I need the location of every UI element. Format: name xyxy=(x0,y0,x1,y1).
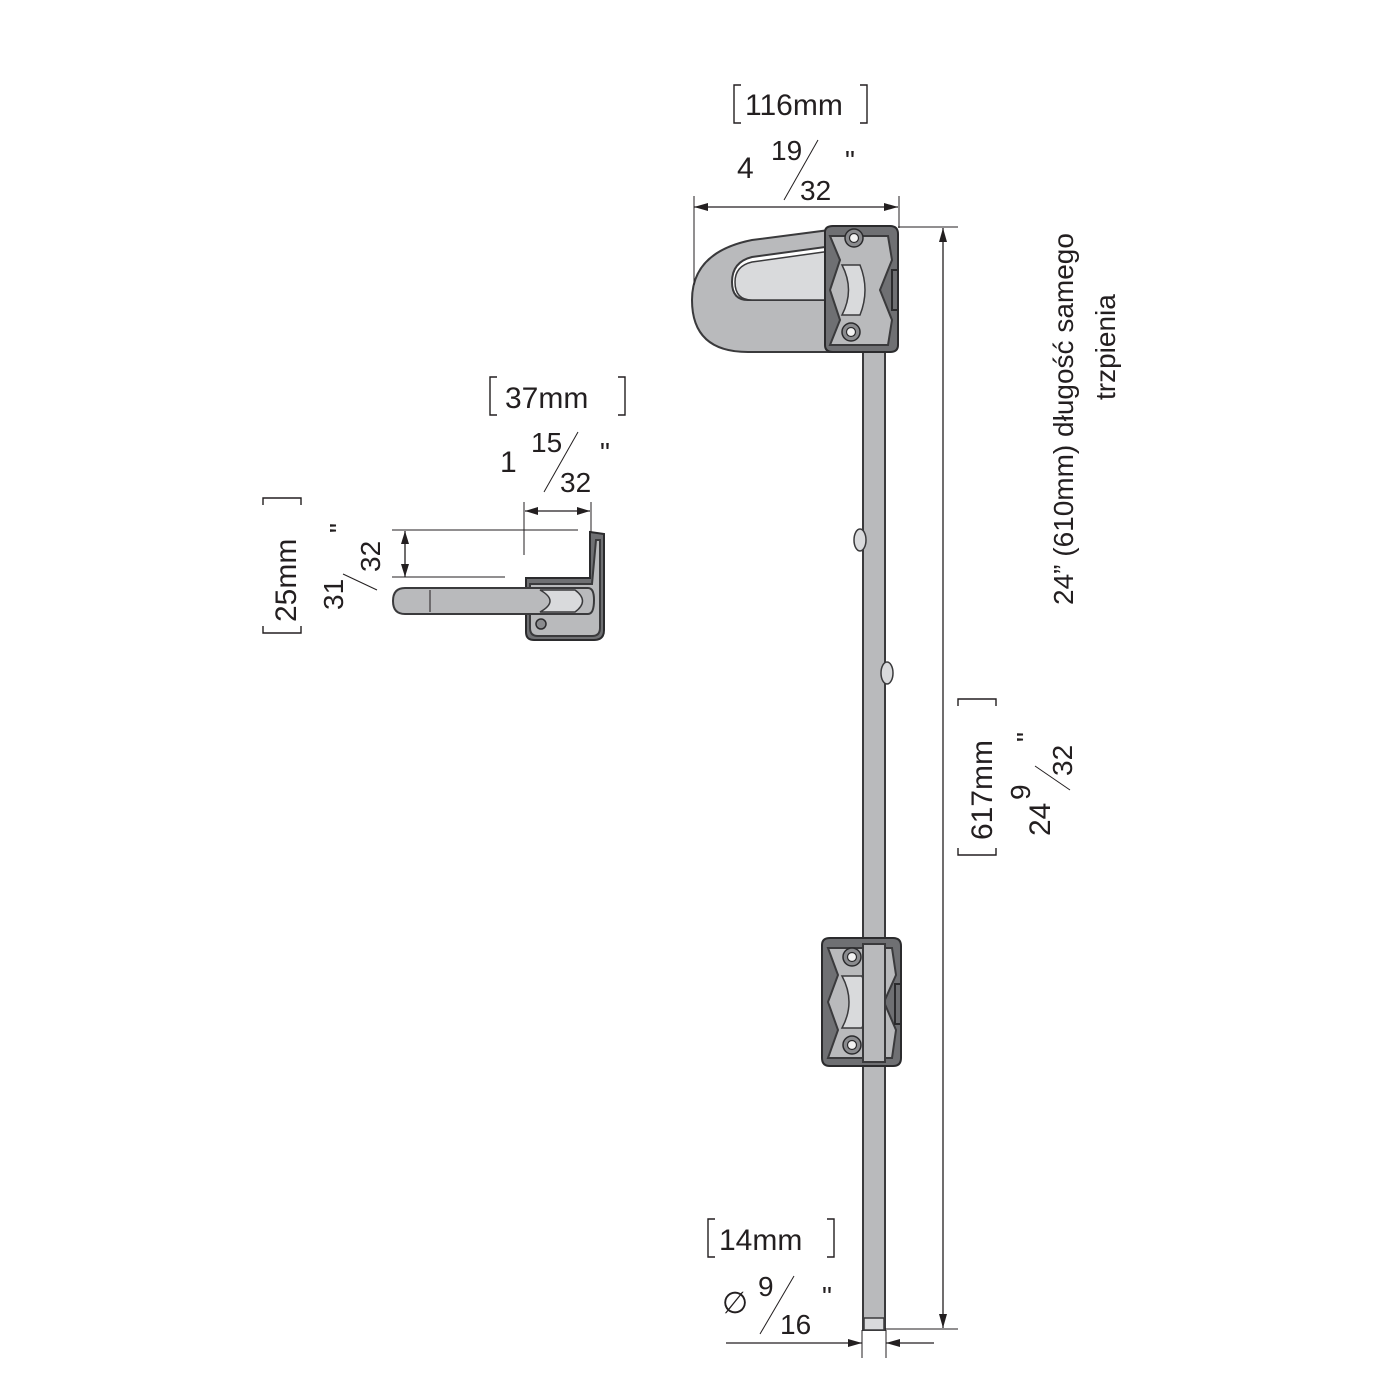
dim-total-length: 617mm 24 9 32 " xyxy=(885,226,1078,1330)
note-line-1: 24” (610mm) długość samego xyxy=(1048,233,1079,605)
dim-side-depth: 37mm 1 15 32 " xyxy=(489,376,626,555)
dim-total-length-den: 32 xyxy=(1047,745,1078,776)
dim-total-length-num: 9 xyxy=(1005,784,1036,800)
dim-total-length-whole: 24 xyxy=(1024,803,1057,836)
bolt-handle-inner xyxy=(734,249,839,301)
dim-side-height-num: 31 xyxy=(318,579,349,610)
bolt-front-view xyxy=(690,225,902,1331)
dim-handle-num: 19 xyxy=(771,135,802,166)
diameter-symbol: ∅ xyxy=(722,1287,748,1320)
dim-total-length-metric: 617mm xyxy=(966,740,999,840)
dim-side-depth-num: 15 xyxy=(531,427,562,458)
rod-length-note: 24” (610mm) długość samego trzpienia xyxy=(1048,233,1121,605)
dim-handle-width: 116mm 4 19 32 " xyxy=(693,84,900,285)
dim-rod-diameter: 14mm ∅ 9 16 " xyxy=(707,1218,934,1358)
bolt-rod xyxy=(862,329,886,1331)
side-rod xyxy=(391,587,596,615)
dim-rod-metric: 14mm xyxy=(719,1224,802,1257)
dim-side-height-metric: 25mm xyxy=(270,539,303,622)
dim-side-depth-den: 32 xyxy=(560,467,591,498)
dim-handle-inch: " xyxy=(845,145,855,176)
dim-side-height: 25mm 31 32 " xyxy=(262,497,578,634)
top-bracket xyxy=(824,225,899,353)
bolt-side-view xyxy=(391,530,605,641)
dim-side-height-inch: " xyxy=(324,523,355,533)
rod-detent-1 xyxy=(853,528,867,552)
dim-handle-den: 32 xyxy=(800,175,831,206)
dim-rod-den: 16 xyxy=(780,1309,811,1340)
dim-rod-num: 9 xyxy=(758,1271,774,1302)
dim-total-length-inch: " xyxy=(1011,732,1042,742)
dim-side-depth-metric: 37mm xyxy=(505,382,588,415)
dim-side-height-den: 32 xyxy=(355,541,386,572)
dim-side-depth-whole: 1 xyxy=(500,446,517,479)
dim-side-depth-inch: " xyxy=(600,437,610,468)
note-line-2: trzpienia xyxy=(1090,294,1121,400)
bottom-bracket xyxy=(821,937,902,1067)
dim-handle-metric: 116mm xyxy=(745,89,843,122)
rod-end xyxy=(863,1317,885,1331)
rod-detent-2 xyxy=(880,661,894,685)
dim-rod-inch: " xyxy=(822,1281,832,1312)
dim-handle-whole: 4 xyxy=(737,152,754,185)
